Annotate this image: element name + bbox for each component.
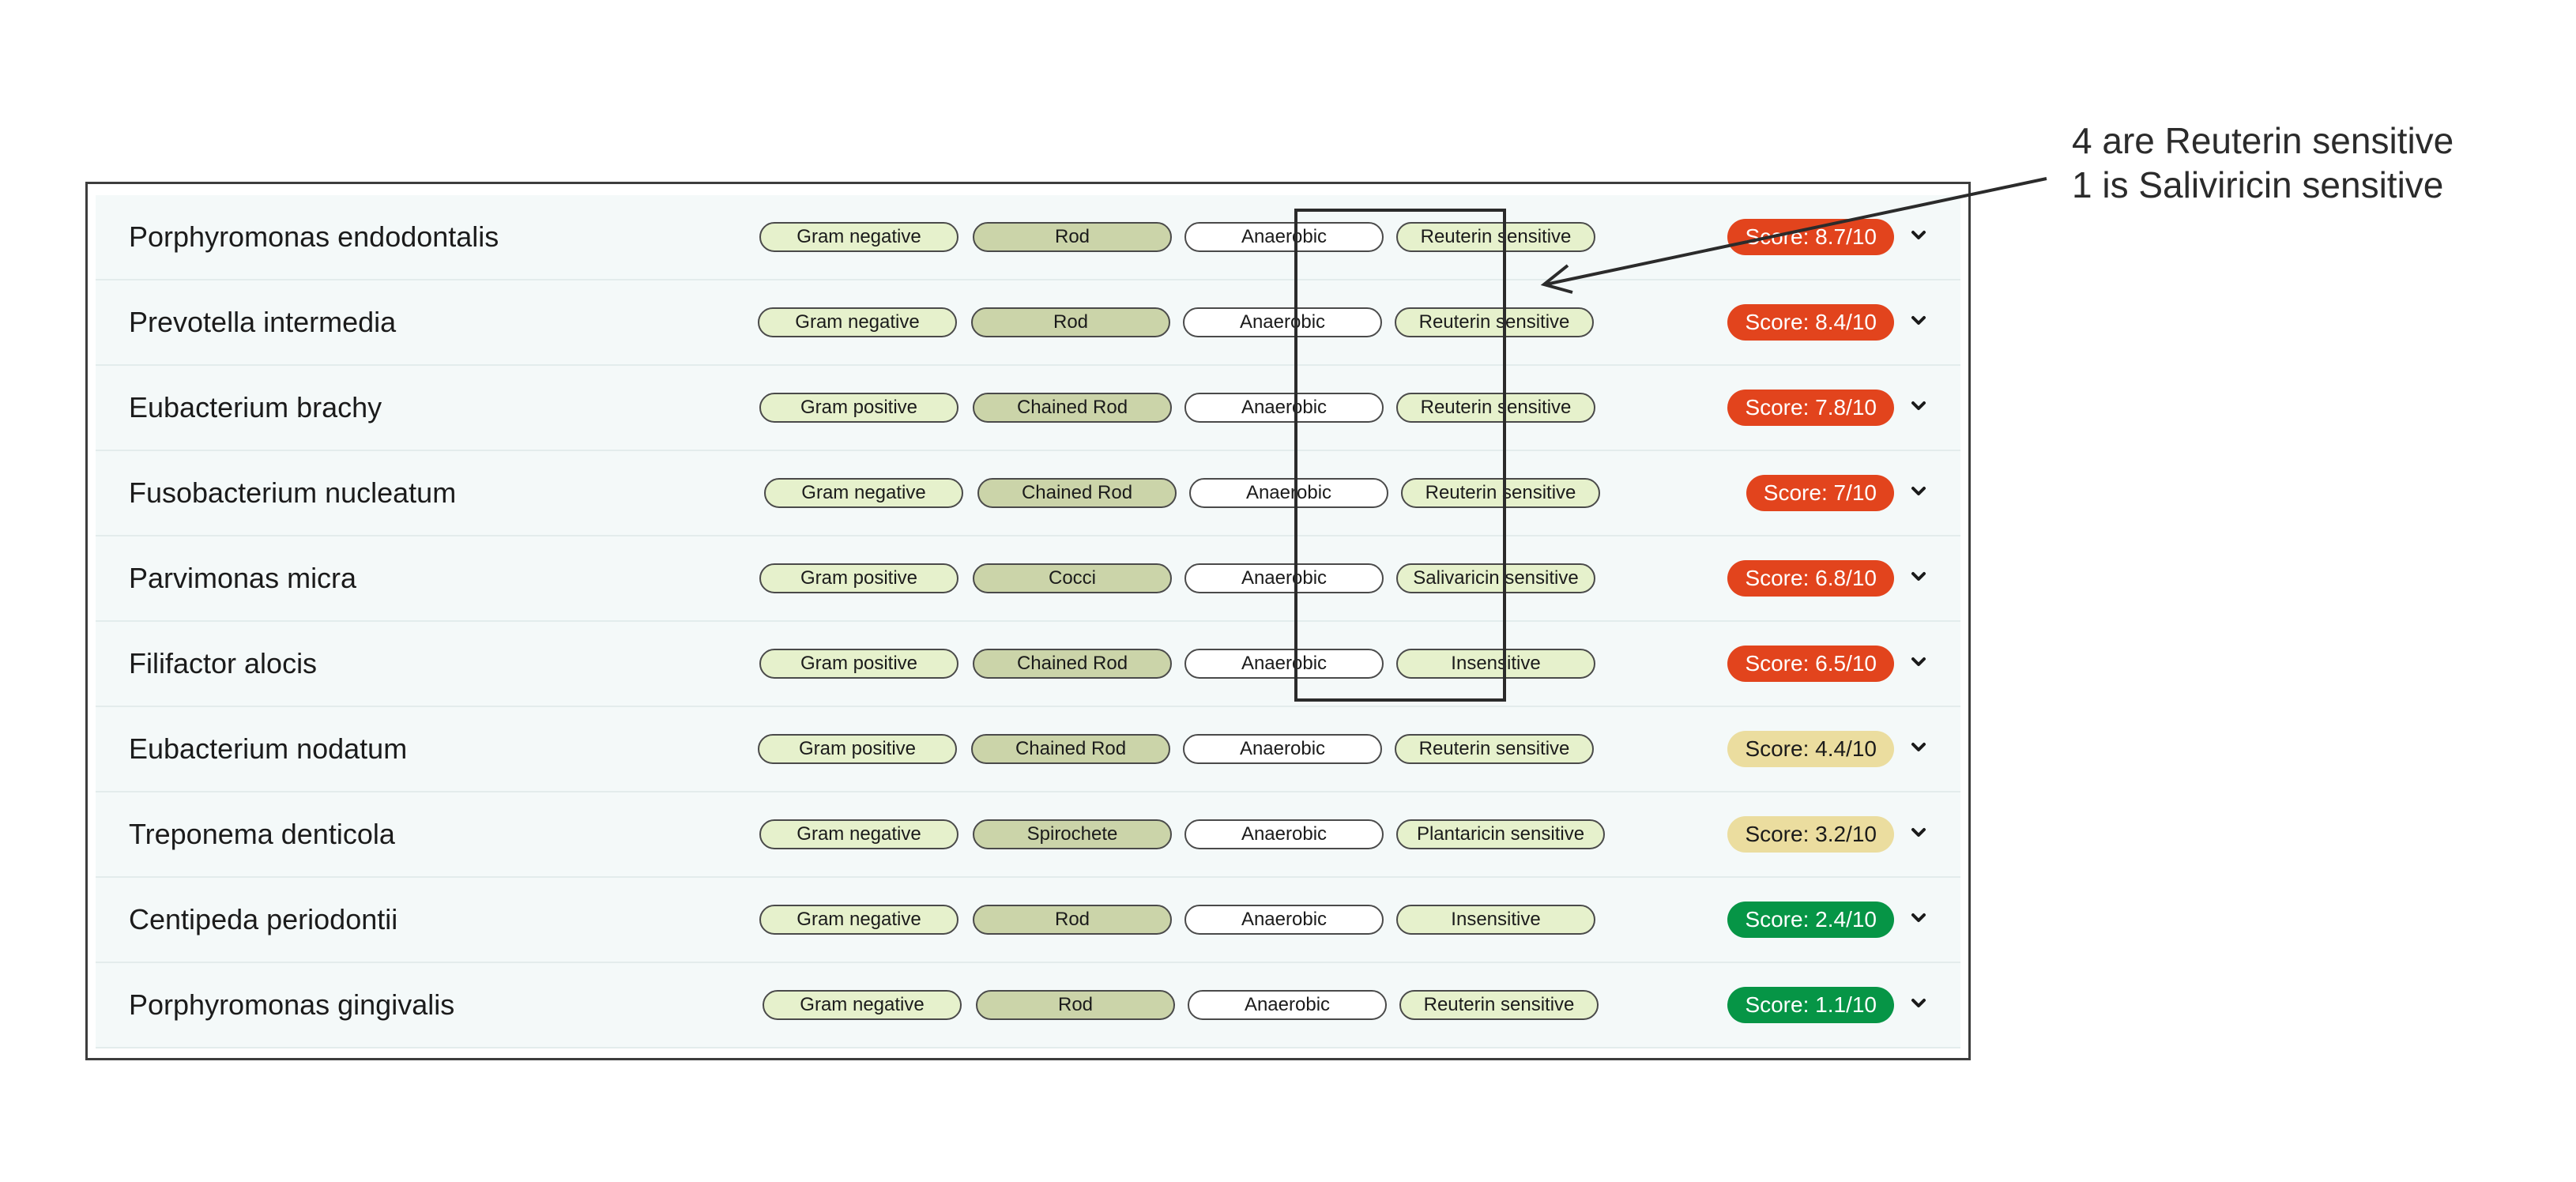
respiration-tag: Anaerobic xyxy=(1184,649,1384,679)
sensitivity-tag: Insensitive xyxy=(1396,905,1595,935)
annotation-line-2: 1 is Saliviricin sensitive xyxy=(2072,164,2444,205)
sensitivity-tag: Reuterin sensitive xyxy=(1399,990,1599,1020)
chevron-down-icon[interactable] xyxy=(1907,736,1930,759)
respiration-tag: Anaerobic xyxy=(1184,563,1384,593)
sensitivity-tag: Reuterin sensitive xyxy=(1395,307,1594,337)
respiration-tag: Anaerobic xyxy=(1183,307,1382,337)
sensitivity-tag: Reuterin sensitive xyxy=(1401,478,1600,508)
table-row[interactable]: Centipeda periodontii Gram negative Rod Ana… xyxy=(96,878,1960,963)
bacterium-name: Centipeda periodontii xyxy=(129,903,398,935)
table-row[interactable]: Porphyromonas gingivalis Gram negative Rod… xyxy=(96,963,1960,1048)
score-badge: Score: 6.5/10 xyxy=(1727,646,1894,682)
score-badge: Score: 3.2/10 xyxy=(1727,816,1894,853)
gram-stain-tag: Gram positive xyxy=(759,649,958,679)
sensitivity-tag: Reuterin sensitive xyxy=(1396,222,1595,252)
morphology-tag: Chained Rod xyxy=(973,393,1172,423)
table-row[interactable]: Eubacterium brachy Gram positive Chained R… xyxy=(96,366,1960,451)
respiration-tag: Anaerobic xyxy=(1189,478,1388,508)
morphology-tag: Chained Rod xyxy=(977,478,1177,508)
chevron-down-icon[interactable] xyxy=(1907,821,1930,845)
sensitivity-tag: Insensitive xyxy=(1396,649,1595,679)
score-badge: Score: 6.8/10 xyxy=(1727,560,1894,597)
sensitivity-tag: Salivaricin sensitive xyxy=(1396,563,1595,593)
chevron-down-icon[interactable] xyxy=(1907,565,1930,589)
bacterium-name: Parvimonas micra xyxy=(129,562,357,594)
gram-stain-tag: Gram negative xyxy=(759,819,958,849)
table-row[interactable]: Eubacterium nodatum Gram positive Chained … xyxy=(96,707,1960,792)
table-row[interactable]: Prevotella intermedia Gram negative Rod Ana… xyxy=(96,280,1960,366)
bacterium-name: Porphyromonas gingivalis xyxy=(129,988,455,1021)
score-badge: Score: 7/10 xyxy=(1746,475,1894,511)
annotation-line-1: 4 are Reuterin sensitive xyxy=(2072,120,2454,161)
morphology-tag: Cocci xyxy=(973,563,1172,593)
bacterium-name: Fusobacterium nucleatum xyxy=(129,476,457,509)
table-row[interactable]: Porphyromonas endodontalis Gram negative R… xyxy=(96,195,1960,280)
respiration-tag: Anaerobic xyxy=(1184,819,1384,849)
gram-stain-tag: Gram negative xyxy=(758,307,957,337)
gram-stain-tag: Gram negative xyxy=(763,990,962,1020)
score-badge: Score: 1.1/10 xyxy=(1727,987,1894,1023)
chevron-down-icon[interactable] xyxy=(1907,480,1930,503)
sensitivity-highlight-box xyxy=(1294,209,1506,702)
morphology-tag: Chained Rod xyxy=(973,649,1172,679)
bacterium-name: Prevotella intermedia xyxy=(129,306,397,338)
respiration-tag: Anaerobic xyxy=(1184,905,1384,935)
chevron-down-icon[interactable] xyxy=(1907,906,1930,930)
gram-stain-tag: Gram negative xyxy=(759,222,958,252)
morphology-tag: Rod xyxy=(973,905,1172,935)
bacterium-name: Eubacterium nodatum xyxy=(129,732,408,765)
morphology-tag: Rod xyxy=(973,222,1172,252)
morphology-tag: Chained Rod xyxy=(971,734,1170,764)
bacterium-name: Filifactor alocis xyxy=(129,647,318,679)
chevron-down-icon[interactable] xyxy=(1907,650,1930,674)
table-row[interactable]: Treponema denticola Gram negative Spiroche… xyxy=(96,792,1960,878)
chevron-down-icon[interactable] xyxy=(1907,394,1930,418)
gram-stain-tag: Gram negative xyxy=(759,905,958,935)
respiration-tag: Anaerobic xyxy=(1183,734,1382,764)
sensitivity-tag: Plantaricin sensitive xyxy=(1396,819,1605,849)
annotation-text: 4 are Reuterin sensitive 1 is Salivirici… xyxy=(2072,119,2454,207)
score-badge: Score: 4.4/10 xyxy=(1727,731,1894,767)
bacterium-name: Porphyromonas endodontalis xyxy=(129,220,499,253)
chevron-down-icon[interactable] xyxy=(1907,992,1930,1015)
table-row[interactable]: Parvimonas micra Gram positive Cocci Anaero… xyxy=(96,536,1960,622)
sensitivity-tag: Reuterin sensitive xyxy=(1395,734,1594,764)
score-badge: Score: 8.4/10 xyxy=(1727,304,1894,341)
gram-stain-tag: Gram negative xyxy=(764,478,963,508)
bacterium-name: Treponema denticola xyxy=(129,818,395,850)
table-row[interactable]: Filifactor alocis Gram positive Chained Ro… xyxy=(96,622,1960,707)
respiration-tag: Anaerobic xyxy=(1184,393,1384,423)
score-badge: Score: 7.8/10 xyxy=(1727,390,1894,426)
morphology-tag: Rod xyxy=(971,307,1170,337)
table-row[interactable]: Fusobacterium nucleatum Gram negative Chai… xyxy=(96,451,1960,536)
chevron-down-icon[interactable] xyxy=(1907,224,1930,247)
chevron-down-icon[interactable] xyxy=(1907,309,1930,333)
score-badge: Score: 8.7/10 xyxy=(1727,219,1894,255)
score-badge: Score: 2.4/10 xyxy=(1727,902,1894,938)
respiration-tag: Anaerobic xyxy=(1188,990,1387,1020)
gram-stain-tag: Gram positive xyxy=(759,393,958,423)
morphology-tag: Spirochete xyxy=(973,819,1172,849)
sensitivity-tag: Reuterin sensitive xyxy=(1396,393,1595,423)
gram-stain-tag: Gram positive xyxy=(758,734,957,764)
gram-stain-tag: Gram positive xyxy=(759,563,958,593)
morphology-tag: Rod xyxy=(976,990,1175,1020)
respiration-tag: Anaerobic xyxy=(1184,222,1384,252)
bacterium-name: Eubacterium brachy xyxy=(129,391,382,423)
